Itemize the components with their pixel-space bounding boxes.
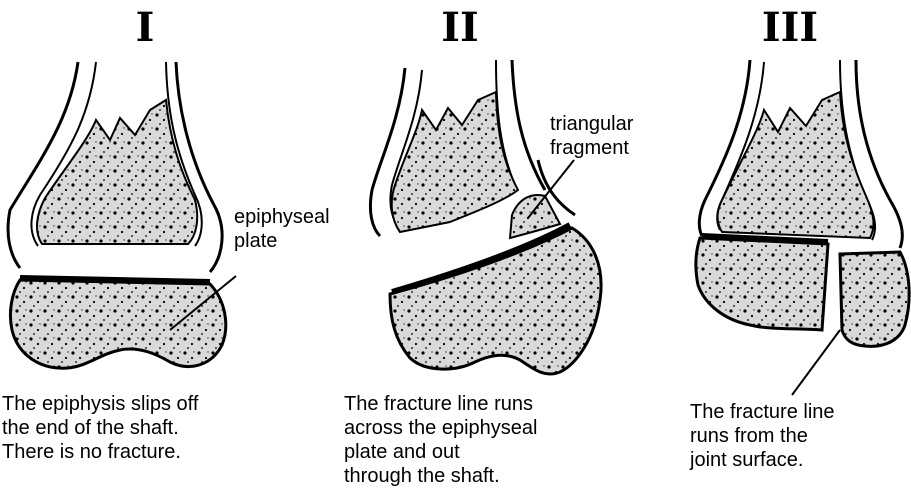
- panel-2-numeral: II: [400, 8, 520, 48]
- epiphyseal-plate-label-line-2: plate: [234, 229, 330, 253]
- panel-1-bone: [8, 62, 226, 368]
- epiphyseal-plate-label-line-1: epiphyseal: [234, 205, 330, 229]
- panel-3-bone: [696, 60, 909, 346]
- panel-2-epiphysis: [390, 228, 601, 374]
- panel-2-caption-line-2: across the epiphyseal: [344, 416, 537, 440]
- fracture-line-leader: [792, 330, 840, 395]
- triangular-fragment-label-line-1: triangular: [550, 112, 633, 136]
- panel-3-epiphysis-medial: [696, 238, 828, 330]
- panel-2-caption-line-1: The fracture line runs: [344, 392, 537, 416]
- panel-3-numeral: III: [730, 8, 850, 48]
- panel-2-caption-line-4: through the shaft.: [344, 464, 537, 488]
- triangular-fragment-label-line-2: fragment: [550, 136, 633, 160]
- epiphyseal-plate-label: epiphyseal plate: [234, 205, 330, 253]
- panel-1-caption-line-3: There is no fracture.: [2, 440, 198, 464]
- panel-1-caption: The epiphysis slips off the end of the s…: [2, 392, 198, 464]
- panel-3-caption: The fracture line runs from the joint su…: [690, 400, 835, 472]
- panel-2-caption-line-3: plate and out: [344, 440, 537, 464]
- panel-1-caption-line-2: the end of the shaft.: [2, 416, 198, 440]
- panel-1-numeral: I: [85, 8, 205, 48]
- panel-2-caption: The fracture line runs across the epiphy…: [344, 392, 537, 488]
- panel-3-epiphysis-lateral: [840, 252, 909, 346]
- panel-3-caption-line-3: joint surface.: [690, 448, 835, 472]
- panel-3-caption-line-1: The fracture line: [690, 400, 835, 424]
- panel-3-caption-line-2: runs from the: [690, 424, 835, 448]
- panel-1-epiphysis: [10, 280, 225, 368]
- panel-1-caption-line-1: The epiphysis slips off: [2, 392, 198, 416]
- panel-2-bone: [370, 60, 601, 374]
- triangular-fragment-label: triangular fragment: [550, 112, 633, 160]
